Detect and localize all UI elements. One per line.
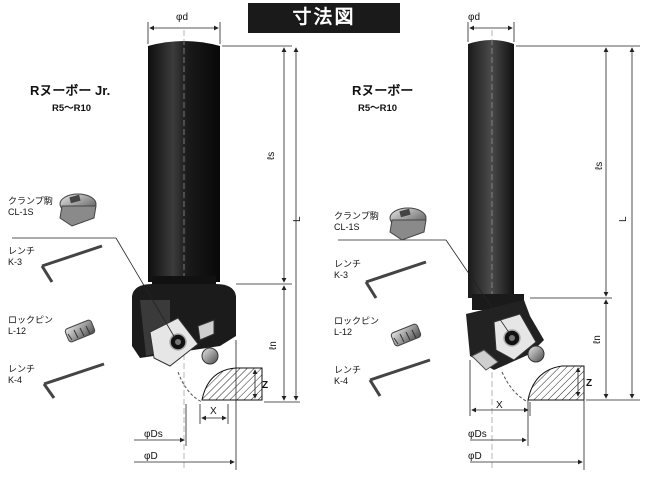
left-clamp-piece-icon xyxy=(59,193,97,227)
left-part-wrench-k3-code: K-3 xyxy=(8,257,23,267)
right-wrench-k4-icon xyxy=(368,358,431,397)
left-dim-ln: ℓn xyxy=(268,341,279,350)
left-part-lockpin: ロックピン L-12 xyxy=(8,315,53,337)
right-wrench-k3-icon xyxy=(364,260,427,299)
left-dim-Z: Z xyxy=(262,380,268,391)
left-part-wrench-k3: レンチ K-3 xyxy=(8,246,35,268)
right-lockpin-head xyxy=(527,345,545,363)
left-part-wrench-k3-name: レンチ xyxy=(8,246,36,256)
right-dim-L: L xyxy=(618,216,629,222)
left-wrench-k4-icon xyxy=(42,362,105,399)
left-lockpin-icon xyxy=(64,319,96,343)
left-dim-D: φD xyxy=(144,451,158,462)
left-product-name: Rヌーボー Jr. xyxy=(30,83,111,98)
right-tool xyxy=(466,30,585,470)
left-part-lockpin-name: ロックピン xyxy=(8,315,54,325)
left-part-wrench-k4-name: レンチ xyxy=(8,364,36,374)
right-part-lockpin-name: ロックピン xyxy=(334,316,380,326)
right-shank xyxy=(468,40,514,298)
right-part-wrench-k3-code: K-3 xyxy=(334,270,349,280)
right-part-wrench-k3-name: レンチ xyxy=(334,259,362,269)
left-part-clamp-name: クランプ駒 xyxy=(8,196,53,206)
right-part-clamp: クランプ駒 CL-1S xyxy=(334,211,379,233)
left-part-clamp-code: CL-1S xyxy=(8,207,34,217)
right-part-lockpin: ロックピン L-12 xyxy=(334,316,379,338)
right-dim-ln: ℓn xyxy=(592,335,603,344)
left-part-wrench-k4: レンチ K-4 xyxy=(8,364,35,386)
page-title: 寸法図 xyxy=(248,3,400,33)
right-part-lockpin-code: L-12 xyxy=(334,327,353,337)
right-part-wrench-k4-code: K-4 xyxy=(334,376,349,386)
right-dim-D: φD xyxy=(468,451,482,462)
left-dim-d: φd xyxy=(176,12,188,23)
right-part-wrench-k4: レンチ K-4 xyxy=(334,365,361,387)
left-part-clamp: クランプ駒 CL-1S xyxy=(8,196,53,218)
left-tool xyxy=(132,30,263,470)
left-dim-ls: ℓs xyxy=(266,152,277,160)
left-product-range: R5〜R10 xyxy=(52,103,92,114)
left-dimensions xyxy=(12,22,300,470)
left-wrench-k3-icon xyxy=(40,244,103,283)
right-dim-Ds: φDs xyxy=(468,429,487,440)
right-dimensions xyxy=(338,22,640,470)
left-lockpin-head xyxy=(201,347,219,365)
left-dim-Ds: φDs xyxy=(144,429,163,440)
left-part-wrench-k4-code: K-4 xyxy=(8,375,23,385)
right-workpiece xyxy=(527,365,585,401)
right-product-name: Rヌーボー xyxy=(352,83,414,98)
right-part-wrench-k4-name: レンチ xyxy=(334,365,362,375)
left-dim-X: X xyxy=(210,406,217,417)
right-clamp-piece-icon xyxy=(389,207,427,241)
right-lockpin-icon xyxy=(390,323,422,347)
left-workpiece xyxy=(201,367,263,401)
left-dim-L: L xyxy=(292,216,303,222)
right-dim-X: X xyxy=(496,400,503,411)
right-part-clamp-name: クランプ駒 xyxy=(334,211,379,221)
right-dim-d: φd xyxy=(468,12,480,23)
right-part-wrench-k3: レンチ K-3 xyxy=(334,259,361,281)
right-dim-ls: ℓs xyxy=(594,162,605,170)
left-part-lockpin-code: L-12 xyxy=(8,326,27,336)
right-part-clamp-code: CL-1S xyxy=(334,222,360,232)
right-dim-Z: Z xyxy=(586,378,592,389)
right-product-range: R5〜R10 xyxy=(358,103,398,114)
